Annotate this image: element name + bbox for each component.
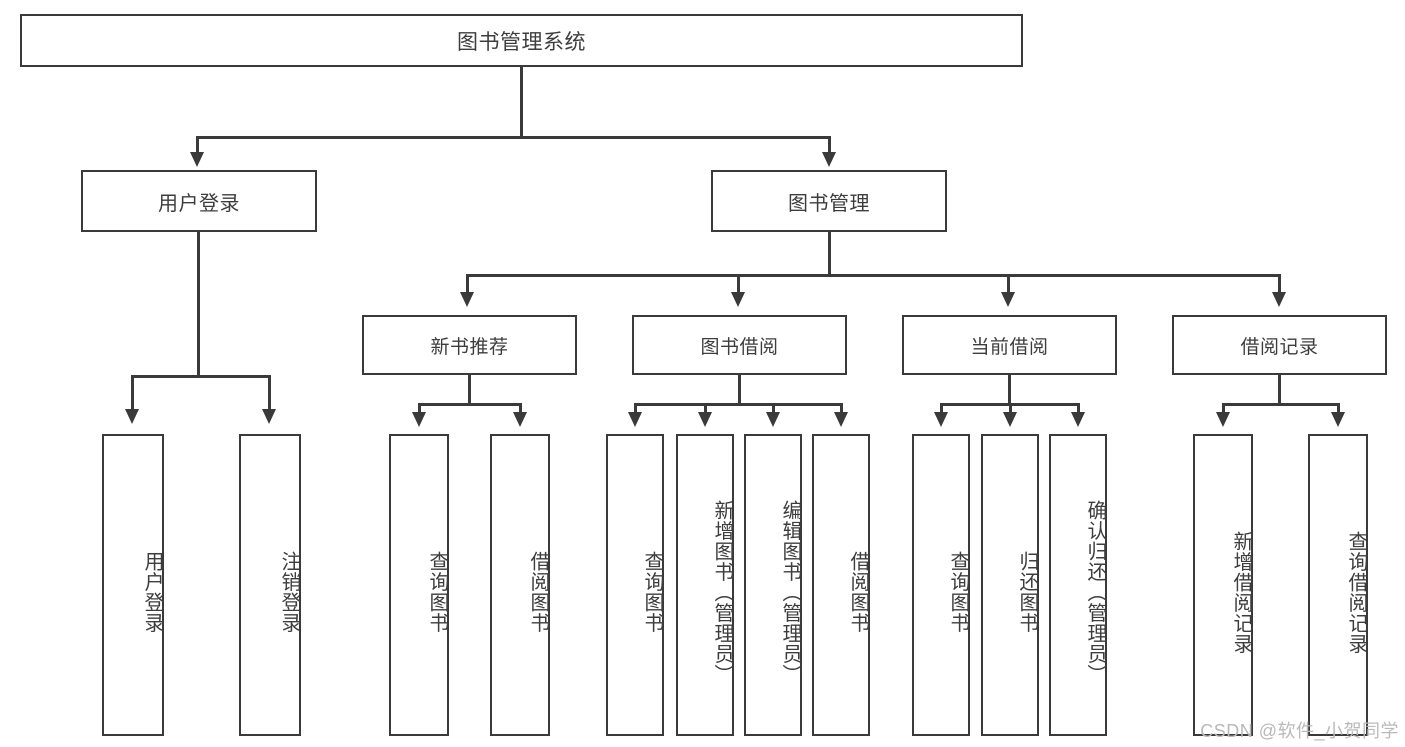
node-book-borrow[interactable]: 图书借阅 [632,315,847,375]
leaf-label: 归还图书 [1016,551,1038,633]
connector-root-bus [196,136,830,139]
leaf-label: 借阅图书 [527,551,549,633]
arrowhead-leaf-book-borrow-4 [834,412,848,427]
arrowhead-leaf-current-borrow-1 [934,412,948,427]
leaf-current-borrow-confirm-return[interactable]: 确认归还（管理员） [1049,434,1107,736]
arrowhead-leaf-book-borrow-3 [766,412,780,427]
connector-book-mgmt-bus [466,274,1281,277]
arrowhead-leaf-current-borrow-2 [1003,412,1017,427]
leaf-current-borrow-query[interactable]: 查询图书 [912,434,970,736]
leaf-label: 查询图书 [947,551,969,633]
leaf-book-borrow-edit[interactable]: 编辑图书（管理员） [744,434,802,736]
connector-user-login-drop-2 [268,375,271,412]
leaf-new-book-query[interactable]: 查询图书 [389,434,449,736]
connector-book-mgmt-stem [828,232,831,276]
leaf-label: 借阅图书 [847,551,869,633]
leaf-label: 注销登录 [278,551,300,633]
arrowhead-leaf-user-login-1 [125,409,139,424]
leaf-user-login-login[interactable]: 用户登录 [102,434,164,736]
connector-book-borrow-drop-1 [634,403,637,415]
leaf-label: 新增图书（管理员） [711,499,733,685]
node-user-login[interactable]: 用户登录 [81,170,317,232]
node-new-book-recommend[interactable]: 新书推荐 [362,315,577,375]
node-label: 用户登录 [158,192,240,215]
connector-book-borrow-drop-2 [704,403,707,415]
connector-new-book-bus [418,403,522,406]
node-label: 图书借阅 [700,336,779,358]
arrowhead-leaf-book-borrow-1 [628,412,642,427]
connector-book-mgmt-drop-2 [737,274,740,295]
connector-book-borrow-drop-3 [772,403,775,415]
arrowhead-leaf-new-book-1 [412,412,426,427]
leaf-book-borrow-borrow[interactable]: 借阅图书 [812,434,870,736]
connector-book-mgmt-drop-1 [466,274,469,295]
connector-borrow-record-stem [1278,375,1281,405]
connector-borrow-record-bus [1222,403,1340,406]
leaf-borrow-record-query[interactable]: 查询借阅记录 [1308,434,1368,736]
connector-new-book-drop-1 [418,403,421,415]
connector-book-borrow-bus [634,403,842,406]
leaf-borrow-record-add[interactable]: 新增借阅记录 [1193,434,1253,736]
arrowhead-leaf-borrow-record-1 [1216,412,1230,427]
arrowhead-borrow-book [731,292,745,307]
leaf-label: 新增借阅记录 [1230,530,1252,654]
node-label: 当前借阅 [970,336,1049,358]
leaf-label: 编辑图书（管理员） [779,499,801,685]
node-root-system[interactable]: 图书管理系统 [20,14,1023,67]
connector-user-login-drop-1 [131,375,134,412]
connector-root-to-user-login [196,136,199,156]
leaf-book-borrow-query[interactable]: 查询图书 [606,434,664,736]
node-label: 图书管理 [788,192,870,215]
arrowhead-leaf-current-borrow-3 [1071,412,1085,427]
node-current-borrow[interactable]: 当前借阅 [902,315,1117,375]
connector-borrow-record-drop-2 [1337,403,1340,415]
arrowhead-book-mgmt [822,152,836,167]
connector-book-borrow-drop-4 [840,403,843,415]
arrowhead-current-borrow [1001,292,1015,307]
node-label: 新书推荐 [430,336,509,358]
connector-new-book-stem [468,375,471,405]
leaf-user-login-logout[interactable]: 注销登录 [239,434,301,736]
arrowhead-leaf-user-login-2 [262,409,276,424]
connector-root-stem [520,67,523,137]
connector-current-borrow-stem [1008,375,1011,405]
leaf-new-book-borrow[interactable]: 借阅图书 [490,434,550,736]
node-label: 借阅记录 [1240,336,1319,358]
leaf-label: 查询图书 [641,551,663,633]
arrowhead-leaf-book-borrow-2 [698,412,712,427]
leaf-label: 用户登录 [141,551,163,633]
arrowhead-new-book [460,292,474,307]
connector-user-login-stem [197,232,200,377]
leaf-current-borrow-return[interactable]: 归还图书 [981,434,1039,736]
leaf-label: 确认归还（管理员） [1084,499,1106,685]
leaf-book-borrow-add[interactable]: 新增图书（管理员） [676,434,734,736]
arrowhead-leaf-new-book-2 [513,412,527,427]
node-borrow-record[interactable]: 借阅记录 [1172,315,1387,375]
connector-book-mgmt-drop-4 [1278,274,1281,295]
connector-current-borrow-drop-2 [1009,403,1012,415]
arrowhead-leaf-borrow-record-2 [1331,412,1345,427]
connector-root-to-book-mgmt [828,136,831,156]
connector-current-borrow-drop-3 [1077,403,1080,415]
connector-user-login-bus [131,375,271,378]
node-book-management[interactable]: 图书管理 [711,170,947,232]
leaf-label: 查询借阅记录 [1345,530,1367,654]
leaf-label: 查询图书 [426,551,448,633]
arrowhead-user-login [190,152,204,167]
arrowhead-borrow-record [1272,292,1286,307]
connector-new-book-drop-2 [519,403,522,415]
connector-borrow-record-drop-1 [1222,403,1225,415]
connector-current-borrow-drop-1 [940,403,943,415]
node-label: 图书管理系统 [457,30,586,54]
connector-book-mgmt-drop-3 [1007,274,1010,295]
connector-book-borrow-stem [738,375,741,405]
